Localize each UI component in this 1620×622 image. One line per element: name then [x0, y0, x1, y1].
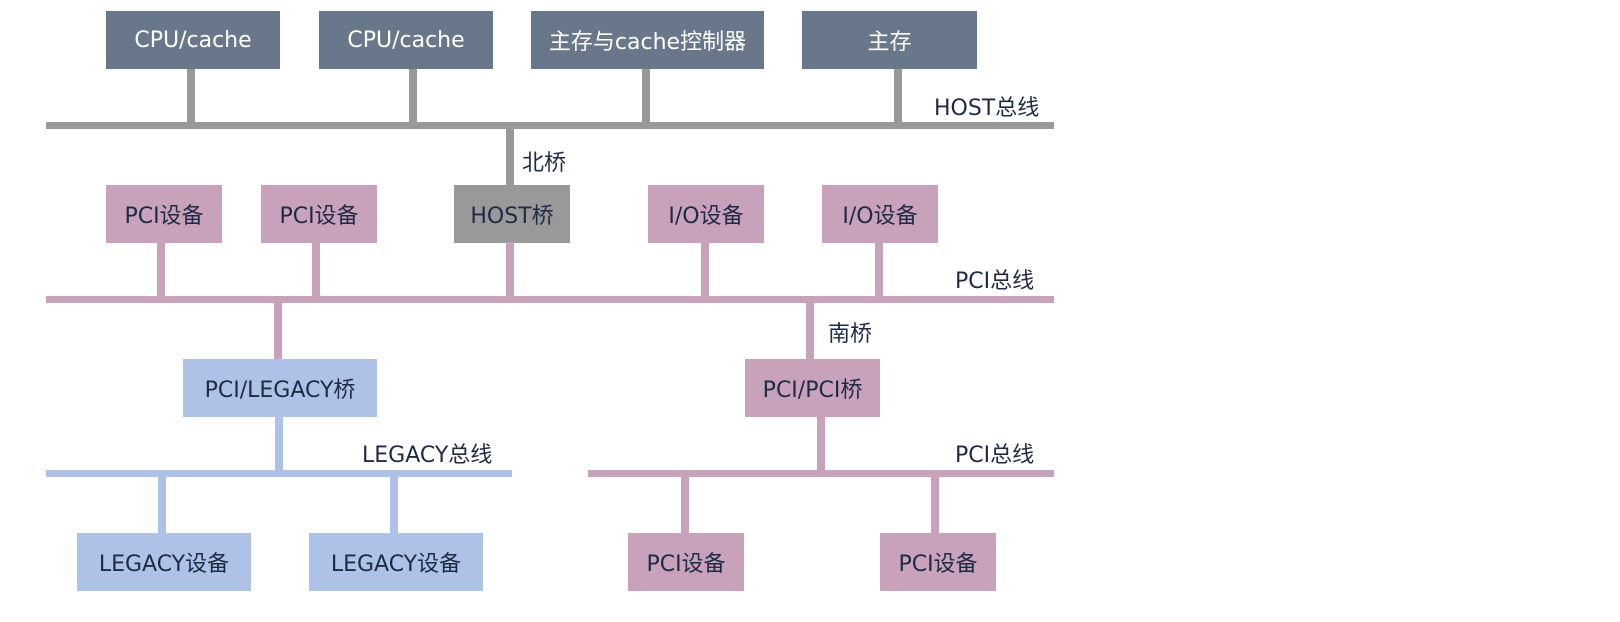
link-sub-pci-bus-pci-dev2 [931, 476, 939, 534]
io-device-node-1: I/O设备 [648, 185, 764, 243]
memory-cache-controller-node: 主存与cache控制器 [531, 11, 764, 69]
pci-bus [46, 296, 1054, 303]
host-bus-label: HOST总线 [934, 96, 1040, 121]
legacy-device-node-1: LEGACY设备 [77, 533, 251, 591]
link-host-bus-host-bridge [506, 128, 514, 186]
link-io-dev1-pci-bus [701, 242, 709, 298]
main-memory-node: 主存 [802, 11, 977, 69]
legacy-bus-label: LEGACY总线 [362, 443, 493, 468]
pci-device-node-1: PCI设备 [106, 185, 222, 243]
link-memctrl-host-bus [642, 68, 650, 124]
legacy-device-node-2: LEGACY设备 [309, 533, 483, 591]
cpu-cache-node-1: CPU/cache [106, 11, 280, 69]
sub-pci-bus-label: PCI总线 [955, 443, 1035, 468]
pci-bus-label: PCI总线 [955, 269, 1035, 294]
link-pci-dev2-pci-bus [312, 242, 320, 298]
link-cpu2-host-bus [409, 68, 417, 124]
link-io-dev2-pci-bus [875, 242, 883, 298]
south-bridge-label: 南桥 [828, 322, 873, 347]
sub-pci-device-node-2: PCI设备 [880, 533, 996, 591]
host-bridge-node: HOST桥 [454, 185, 570, 243]
link-legacy-bus-legacy-dev1 [158, 476, 166, 534]
legacy-bus [46, 470, 512, 477]
link-pci-dev1-pci-bus [157, 242, 165, 298]
link-legacy-bus-legacy-dev2 [390, 476, 398, 534]
north-bridge-label: 北桥 [522, 151, 567, 176]
link-pci-bus-legacy-bridge [274, 302, 282, 360]
link-host-bridge-pci-bus [506, 242, 514, 298]
sub-pci-bus [588, 470, 1054, 477]
pci-pci-bridge-node: PCI/PCI桥 [745, 359, 880, 417]
host-bus [46, 122, 1054, 129]
pci-device-node-2: PCI设备 [261, 185, 377, 243]
link-pci-pci-bridge-sub-pci-bus [817, 416, 825, 472]
link-legacy-bridge-legacy-bus [275, 416, 283, 472]
sub-pci-device-node-1: PCI设备 [628, 533, 744, 591]
link-mem-host-bus [894, 68, 902, 124]
pci-legacy-bridge-node: PCI/LEGACY桥 [183, 359, 377, 417]
io-device-node-2: I/O设备 [822, 185, 938, 243]
link-cpu1-host-bus [187, 68, 195, 124]
link-sub-pci-bus-pci-dev1 [681, 476, 689, 534]
link-pci-bus-pci-pci-bridge [806, 302, 814, 360]
cpu-cache-node-2: CPU/cache [319, 11, 493, 69]
